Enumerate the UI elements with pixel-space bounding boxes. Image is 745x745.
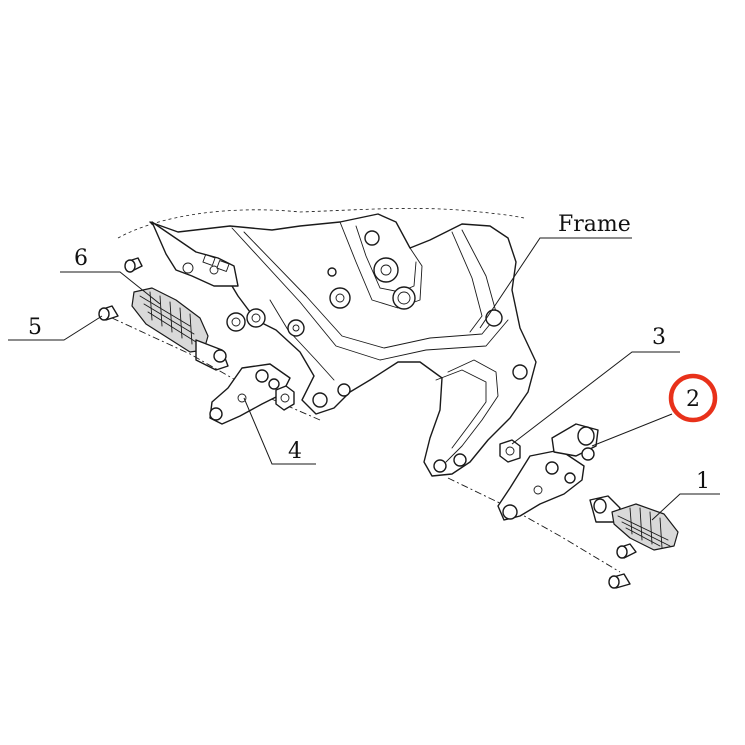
callout-1: 1: [696, 469, 710, 494]
callout-frame: Frame: [558, 212, 631, 237]
callout-3: 3: [652, 325, 666, 350]
highlight-ring: [668, 373, 718, 423]
bolt-lower-right: [616, 543, 637, 559]
bolt-lowest-right: [608, 573, 631, 589]
right-footpeg-drawing: [447, 423, 679, 589]
callout-2: 2: [686, 387, 700, 412]
nut-left: [275, 385, 295, 411]
callout-5: 5: [28, 315, 42, 340]
frame-drawing: [117, 208, 537, 477]
nut-part-3: [499, 439, 521, 463]
callout-4: 4: [288, 439, 302, 464]
bolt-upper-left: [124, 257, 143, 273]
bolt-part-5: [98, 305, 119, 321]
left-footpeg-drawing: [98, 257, 321, 425]
callout-6: 6: [74, 246, 88, 271]
highlighted-callout-2: 2: [668, 373, 718, 423]
leader-lines: [8, 237, 720, 521]
